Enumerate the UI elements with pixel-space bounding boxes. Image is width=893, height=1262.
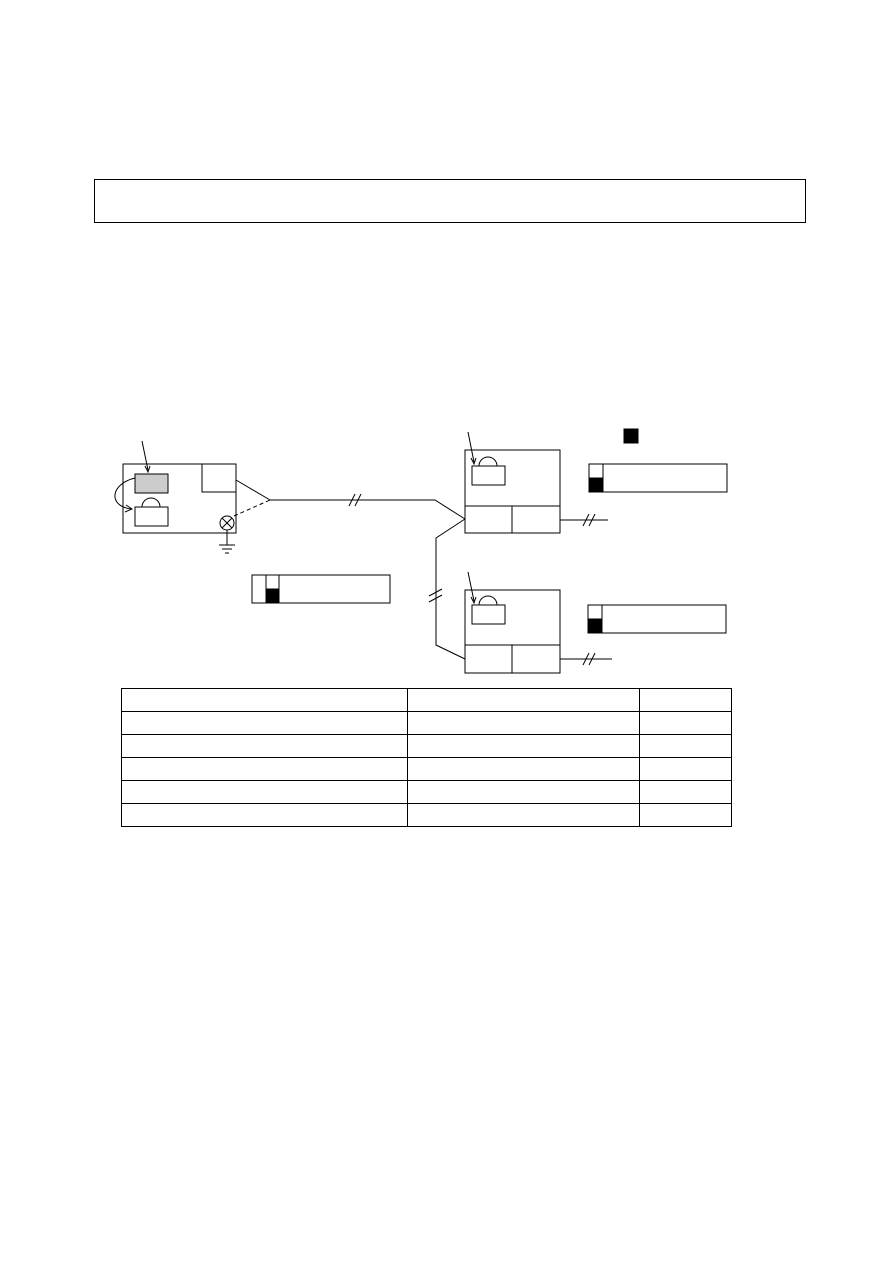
- table-cell: [121, 757, 408, 781]
- table-cell: [407, 780, 640, 804]
- controller-button-dome: [141, 497, 161, 508]
- controller-cable-dashed: [233, 499, 271, 517]
- switch-frame: [588, 463, 728, 493]
- cable-break-1b: [354, 493, 362, 507]
- controller-pointer-head: [144, 465, 151, 474]
- lamp-cross-b: [221, 517, 233, 529]
- switch-indicator-unit1: [588, 463, 728, 493]
- table-row: [121, 803, 732, 827]
- table-cell: [639, 734, 732, 758]
- table-row: [121, 688, 732, 712]
- table-cell: [407, 734, 640, 758]
- legend-filled-square: [623, 428, 639, 444]
- table-row: [121, 757, 732, 781]
- unit2-pointer-head: [470, 596, 477, 605]
- table-cell: [121, 780, 408, 804]
- unit1-break-a: [582, 513, 590, 527]
- switch-cell-lower: [588, 477, 604, 493]
- table-cell: [407, 757, 640, 781]
- table-cell: [407, 803, 640, 827]
- switch-indicator-unit2: [587, 604, 727, 634]
- table-row: [121, 711, 732, 735]
- unit1-button-dome: [478, 456, 498, 467]
- cable-break-2b: [428, 594, 443, 603]
- table-cell: [639, 803, 732, 827]
- cable-break-1a: [348, 493, 356, 507]
- branch-cable: [435, 518, 466, 660]
- switch-cell-upper: [588, 463, 604, 479]
- controller-unit: [114, 440, 237, 554]
- table-cell: [639, 757, 732, 781]
- table-cell: [639, 711, 732, 735]
- table-cell: [639, 780, 732, 804]
- main-cable: [270, 499, 466, 520]
- title-box: [94, 179, 806, 223]
- controller-cable-upper: [235, 479, 271, 501]
- switch-cell-upper: [587, 604, 603, 620]
- unit2-pointer-line: [467, 571, 475, 602]
- controller-pointer-line: [141, 440, 149, 471]
- table-cell: [121, 803, 408, 827]
- controller-display: [134, 473, 169, 494]
- controller-panel: [201, 463, 237, 493]
- remote-unit-2: [464, 571, 612, 674]
- controller-body: [122, 463, 237, 534]
- table-cell: [639, 688, 732, 712]
- unit2-button-dome: [478, 595, 498, 606]
- unit1-pointer-line: [467, 431, 475, 463]
- controller-button-box: [134, 506, 169, 527]
- switch-cell-lower: [265, 588, 280, 604]
- table-cell: [407, 688, 640, 712]
- switch-cell-upper: [265, 574, 280, 590]
- spec-table: [121, 688, 732, 827]
- switch-cell-lower: [587, 618, 603, 634]
- switch-frame: [251, 574, 391, 604]
- unit2-break-a: [582, 652, 590, 666]
- table-row: [121, 734, 732, 758]
- unit2-break-b: [588, 652, 596, 666]
- unit1-break-b: [588, 513, 596, 527]
- table-cell: [121, 711, 408, 735]
- remote-unit-1: [464, 431, 608, 534]
- cable-break-2a: [428, 588, 443, 597]
- controller-arrow-curve: [114, 477, 136, 510]
- switch-frame: [587, 604, 727, 634]
- unit2-button-box: [471, 604, 506, 625]
- controller-arrowhead: [124, 504, 134, 513]
- table-cell: [121, 734, 408, 758]
- table-cell: [407, 711, 640, 735]
- table-cell: [121, 688, 408, 712]
- table-row: [121, 780, 732, 804]
- switch-indicator-controller: [251, 574, 391, 604]
- unit1-button-box: [471, 465, 506, 486]
- unit1-pointer-head: [470, 457, 477, 466]
